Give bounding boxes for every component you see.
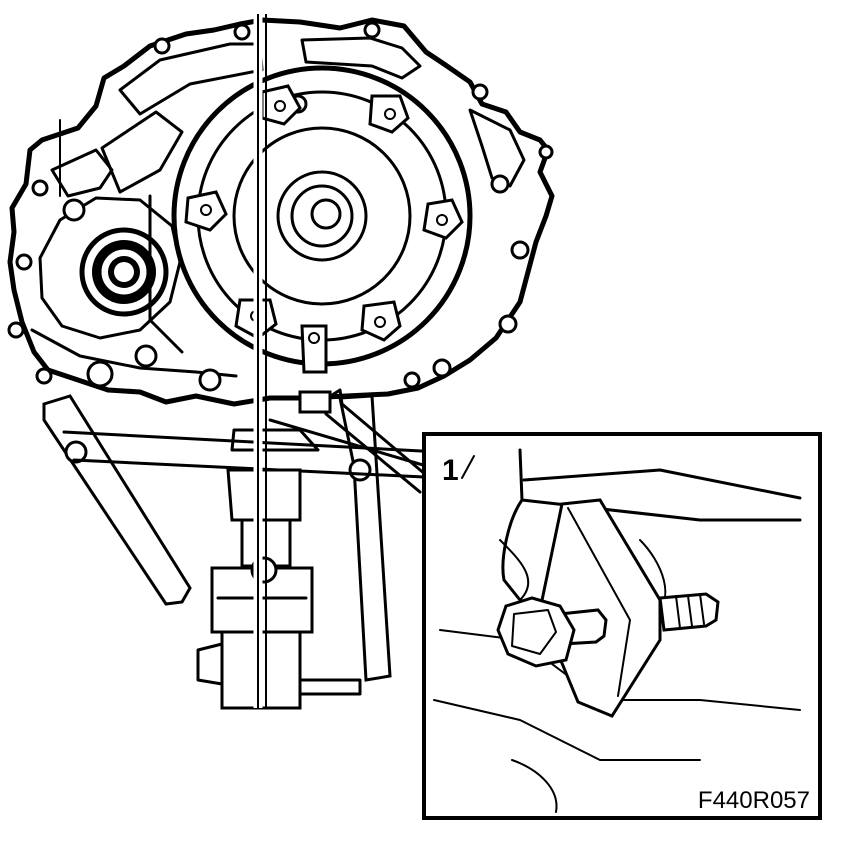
callout-tick [461, 455, 475, 479]
center-reference-line [253, 14, 267, 708]
converter-mounting-lugs [184, 84, 464, 374]
hex-bolt [496, 596, 608, 668]
figure-code: F440R057 [698, 787, 810, 814]
fixture-head-block [226, 468, 302, 522]
right-fixture-arm [338, 394, 392, 682]
callout-number: 1 [442, 454, 459, 487]
callout-leader [298, 388, 434, 494]
stud-bolt [658, 592, 720, 632]
left-fixture-arm [42, 394, 192, 606]
detail-inset: 1 F440R057 [422, 432, 822, 820]
torque-converter [171, 65, 473, 374]
lifting-fixture [42, 394, 446, 710]
gearbox-housing [7, 17, 555, 407]
drive-shaft-seal [79, 227, 169, 317]
